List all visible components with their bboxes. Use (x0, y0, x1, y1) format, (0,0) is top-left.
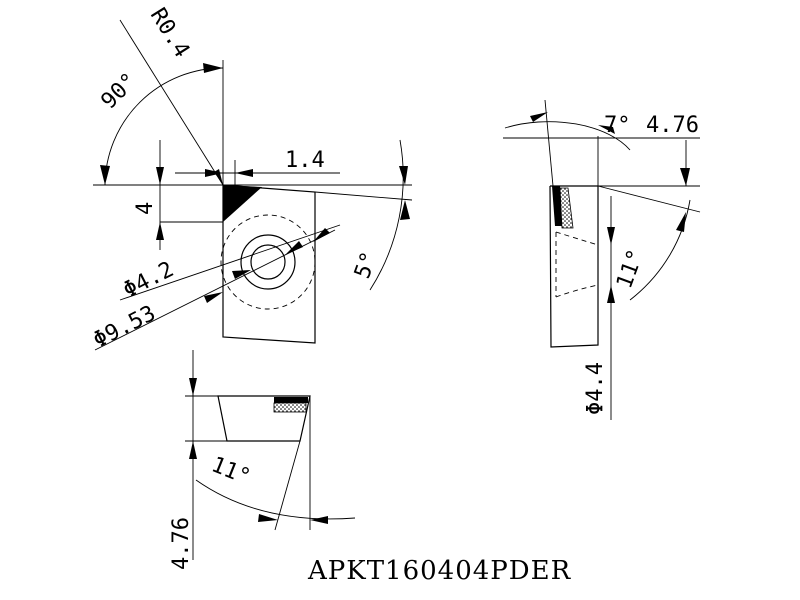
arrow-insc-a (204, 292, 223, 303)
side-clearance-line (597, 185, 701, 213)
hole-inner-circle (250, 244, 286, 280)
radius-leader (119, 19, 224, 186)
arrow-90-a (203, 63, 223, 73)
arrow-90-b (100, 165, 110, 185)
arrow-front-a (189, 378, 197, 396)
angle-5-arc (369, 139, 404, 291)
front-chip-strip (274, 397, 308, 403)
front-thickness-label: 4.76 (169, 517, 194, 570)
arrow-insc-b (313, 228, 330, 242)
inscribed-circle (220, 214, 316, 310)
hole-dia-label: Φ4.2 (119, 257, 178, 303)
side-chip-strip (552, 186, 562, 226)
arrow-5-a (399, 166, 408, 185)
front-view: 4.76 11° (169, 350, 356, 570)
angle-90-arc (104, 67, 224, 186)
side-angle-line (544, 99, 554, 187)
hole-leader (119, 224, 341, 301)
angle-7-arc (504, 121, 631, 151)
front-clearance-label: 11° (208, 452, 254, 490)
arrow-front-b (189, 441, 197, 459)
arrow-hole-a (232, 270, 251, 279)
side-outline (549, 185, 599, 348)
arrow-7-a (530, 112, 548, 122)
side-hatch (559, 187, 574, 229)
clearance-line (314, 191, 413, 201)
arrow-4-a (156, 167, 164, 185)
side-view: 7° 4.76 11° Φ4.4 (503, 99, 701, 420)
dim-1-4-label: 1.4 (285, 148, 325, 173)
inscribed-leader (94, 229, 336, 351)
arrow-7-b (598, 125, 615, 134)
arrow-hole-b (285, 241, 303, 255)
arrow-476-a (680, 168, 690, 186)
hidden-curve-a (555, 231, 599, 246)
corner-wedge (223, 185, 262, 222)
inscribed-dia-label: Φ9.53 (89, 301, 159, 353)
front-hatch (273, 402, 307, 413)
arrow-4-b (156, 222, 164, 240)
arrow-1-4-a (205, 169, 223, 177)
hidden-curve-b (555, 284, 599, 298)
arrow-44-a (607, 227, 615, 245)
hole-outer-circle (240, 234, 296, 290)
angle-11-arc-side (629, 199, 691, 301)
dim-4-label: 4 (133, 202, 158, 215)
side-angle-7-label: 7° (604, 113, 631, 138)
arrow-front-11-b (310, 516, 328, 524)
arrow-44-b (607, 285, 615, 303)
arrow-11-side (676, 212, 686, 232)
front-angle-arc (195, 479, 356, 520)
side-hole-dia-label: Φ4.4 (583, 362, 608, 415)
front-clearance-line (274, 440, 301, 531)
drawing-title: APKT160404PDER (307, 556, 572, 586)
side-clearance-label: 11° (612, 246, 649, 292)
arrow-5-b (400, 200, 410, 220)
top-view: R0.4 90° 1.4 4 5° Φ4.2 Φ9.53 (89, 4, 413, 353)
arrow-1-4-b (235, 169, 253, 177)
arrow-front-11-a (258, 514, 278, 522)
radius-label: R0.4 (145, 4, 194, 62)
side-thickness-label: 4.76 (646, 113, 699, 138)
